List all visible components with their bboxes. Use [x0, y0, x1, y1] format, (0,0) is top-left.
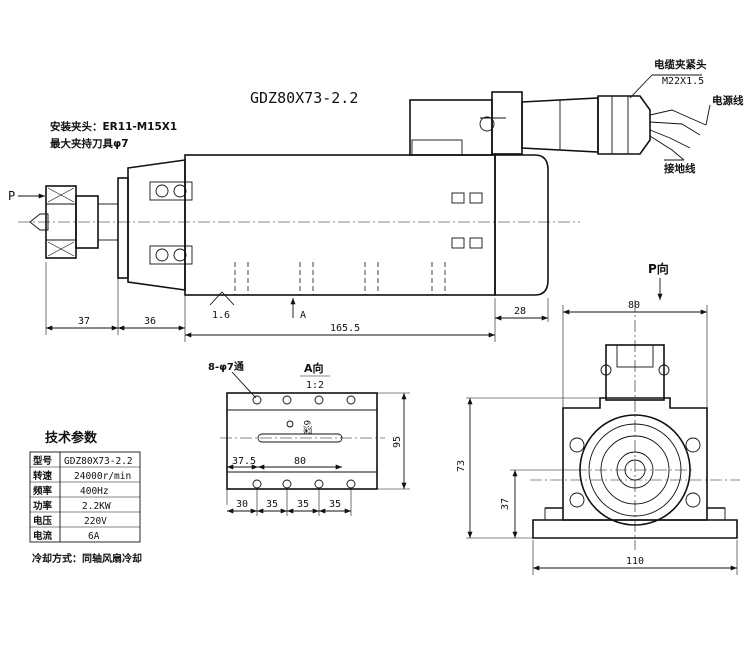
- power-wire-label: 电源线: [712, 94, 744, 107]
- max-tool-note: 最大夹持刀具φ7: [50, 137, 129, 150]
- spec-label-frequency: 频率: [33, 485, 53, 497]
- spec-label-current: 电流: [33, 530, 53, 542]
- p-dim-80: 80: [628, 300, 640, 311]
- a-dim-35-3: 35: [329, 499, 341, 510]
- dim-165-5: 165.5: [330, 323, 360, 334]
- section-marker-a: A: [300, 310, 306, 321]
- collet-note: 安装夹头：ER11-M15X1: [50, 120, 177, 133]
- a-dim-30: 30: [236, 499, 248, 510]
- cable-clamp-label: 电缆夹紧头: [654, 58, 707, 71]
- dim-37: 37: [78, 316, 90, 327]
- view-arrow-p: P: [8, 189, 15, 203]
- p-view-title: P向: [648, 261, 669, 276]
- spec-value-speed: 24000r/min: [74, 471, 131, 482]
- spec-value-voltage: 220V: [84, 516, 107, 527]
- dim-36: 36: [144, 316, 156, 327]
- depth-note: 6深: [301, 420, 312, 434]
- holes-note: 8-φ7通: [208, 361, 244, 373]
- cable-clamp-thread: M22X1.5: [662, 76, 704, 87]
- drawing-title: GDZ80X73-2.2: [250, 89, 358, 107]
- a-view-scale: 1:2: [306, 380, 324, 391]
- cooling-method: 冷却方式：同轴风扇冷却: [32, 552, 142, 565]
- surface-roughness: 1.6: [212, 310, 230, 321]
- a-view: A向 1:2 8-φ7通 6深 95 37.5 80: [208, 361, 410, 516]
- a-view-title: A向: [304, 361, 324, 375]
- spec-label-speed: 转速: [33, 470, 53, 482]
- dim-28: 28: [514, 306, 526, 317]
- spec-label-power: 功率: [33, 500, 53, 512]
- cable-labels: 电缆夹紧头 M22X1.5 电源线 接地线: [629, 58, 744, 175]
- spec-heading: 技术参数: [45, 430, 98, 446]
- spec-value-power: 2.2KW: [82, 501, 111, 512]
- spec-value-frequency: 400Hz: [80, 486, 109, 497]
- a-dim-80: 80: [294, 456, 306, 467]
- ground-wire-label: 接地线: [664, 162, 696, 175]
- a-dim-37-5: 37.5: [232, 456, 256, 467]
- p-dim-37: 37: [500, 498, 511, 510]
- a-dim-35-2: 35: [297, 499, 309, 510]
- a-dim-35-1: 35: [266, 499, 278, 510]
- spec-value-current: 6A: [88, 531, 100, 542]
- p-dim-110: 110: [626, 556, 644, 567]
- a-dim-95: 95: [392, 436, 403, 448]
- spec-table: 技术参数 型号 GDZ80X73-2.2 转速 24000r/min 频率 40…: [29, 430, 142, 565]
- p-view: P向 80 73 37: [456, 261, 740, 575]
- spec-value-model: GDZ80X73-2.2: [64, 456, 133, 467]
- spec-label-voltage: 电压: [33, 515, 53, 527]
- p-dim-73: 73: [456, 460, 467, 472]
- spec-label-model: 型号: [33, 455, 53, 467]
- side-view: P: [8, 91, 707, 342]
